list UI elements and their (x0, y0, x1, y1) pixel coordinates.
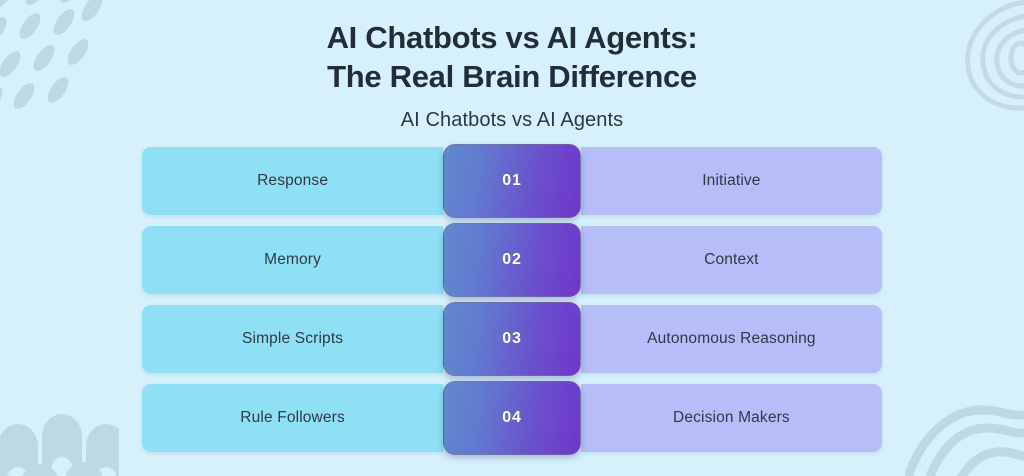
arch-shapes-pattern-icon (0, 414, 119, 476)
page-subtitle: AI Chatbots vs AI Agents (400, 108, 624, 131)
row-number-badge: 01 (443, 144, 581, 218)
chatbot-trait-cell: Rule Followers (142, 384, 444, 452)
table-row: Rule Followers 04 Decision Makers (142, 381, 882, 455)
agent-trait-cell: Decision Makers (580, 384, 882, 452)
table-row: Simple Scripts 03 Autonomous Reasoning (142, 302, 882, 376)
page-title: AI Chatbots vs AI Agents: The Real Brain… (326, 20, 698, 95)
row-number-badge: 03 (443, 302, 581, 376)
header: AI Chatbots vs AI Agents: The Real Brain… (0, 0, 1024, 132)
table-row: Memory 02 Context (142, 223, 882, 297)
chatbot-trait-cell: Response (142, 147, 444, 215)
agent-trait-cell: Context (580, 226, 882, 294)
agent-trait-cell: Initiative (580, 147, 882, 215)
chatbot-trait-cell: Memory (142, 226, 444, 294)
row-number-badge: 02 (443, 223, 581, 297)
comparison-table: Response 01 Initiative Memory 02 Context… (142, 144, 882, 455)
wavy-lines-pattern-icon (905, 405, 1024, 476)
table-row: Response 01 Initiative (142, 144, 882, 218)
agent-trait-cell: Autonomous Reasoning (580, 305, 882, 373)
chatbot-trait-cell: Simple Scripts (142, 305, 444, 373)
row-number-badge: 04 (443, 381, 581, 455)
